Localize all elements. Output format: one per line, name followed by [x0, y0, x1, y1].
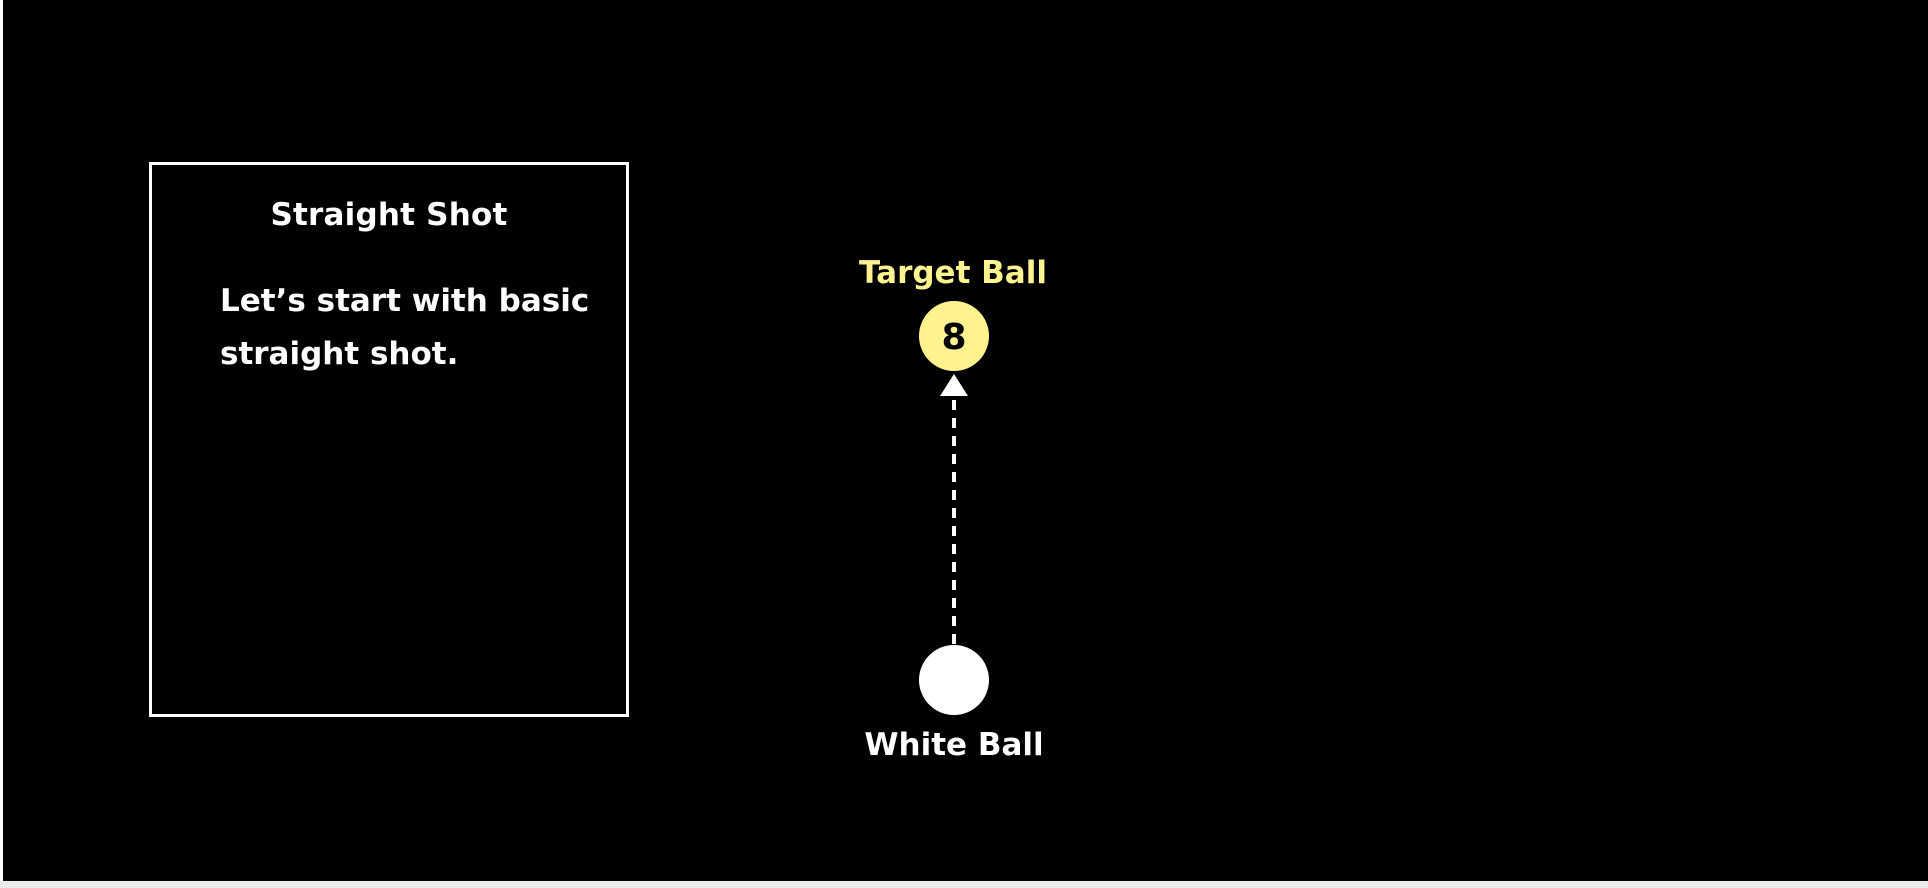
lesson-text: Let’s start with basic straight shot.	[220, 283, 590, 372]
white-ball-label: White Ball	[864, 727, 1043, 763]
game-canvas	[3, 0, 1928, 882]
white-ball[interactable]	[919, 645, 989, 715]
lesson-card: Straight Shot Let’s start with basic str…	[149, 162, 629, 717]
target-ball-label: Target Ball	[859, 255, 1047, 291]
arrow-up-icon	[940, 374, 968, 396]
bottom-strip	[0, 881, 1928, 888]
target-ball-number: 8	[941, 317, 966, 358]
target-ball[interactable]	[919, 301, 989, 371]
lesson-title: Straight Shot	[270, 197, 508, 233]
